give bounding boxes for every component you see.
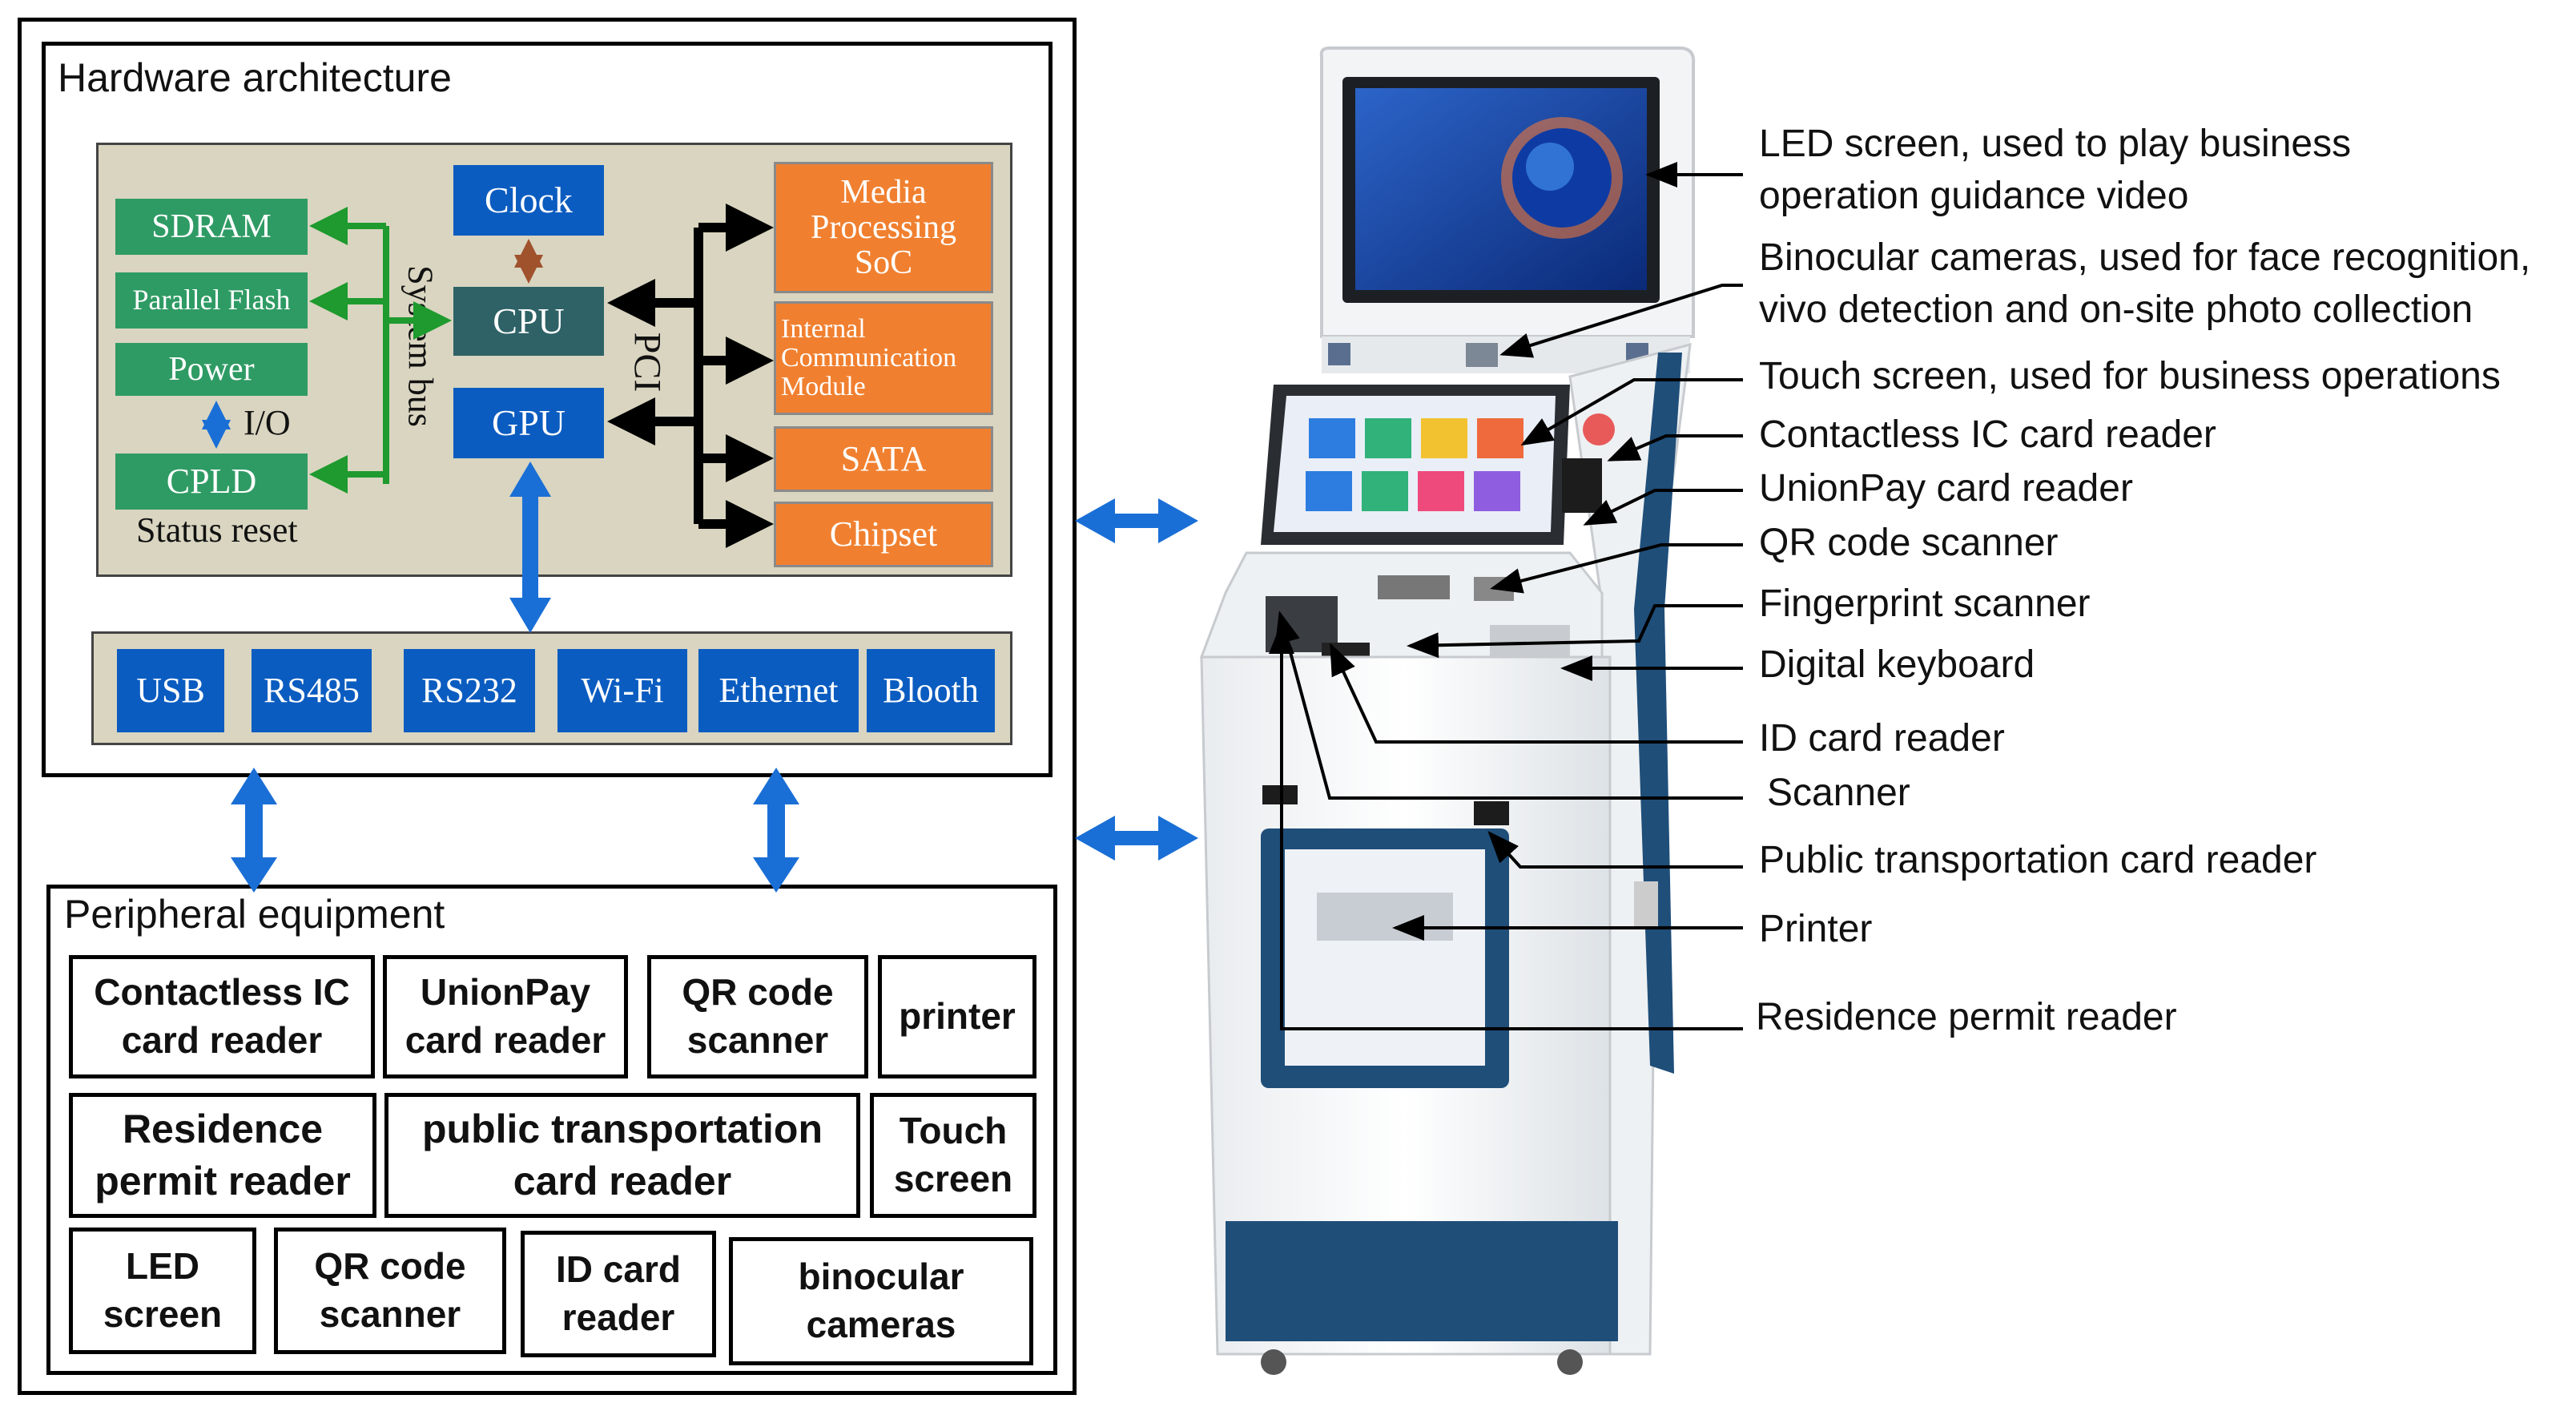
gpu-chip: GPU	[453, 388, 604, 458]
callout-residence-permit-reader: Residence permit reader	[1756, 996, 2177, 1038]
callout-contactless-ic-card-reader: Contactless IC card reader	[1759, 413, 2216, 456]
peripheral-id-card-reader: ID card reader	[521, 1231, 716, 1357]
sata-chip: SATA	[774, 426, 993, 492]
kiosk-illustration	[1199, 46, 1696, 1375]
peripheral-printer: printer	[878, 955, 1036, 1078]
interface-rs485: RS485	[252, 649, 372, 732]
peripheral-led-screen: LED screen	[69, 1228, 256, 1354]
parallel-flash-chip: Parallel Flash	[115, 272, 308, 329]
hardware-peripheral-connectors	[231, 768, 799, 893]
power-chip: Power	[115, 343, 308, 396]
gpu-interface-connector	[509, 462, 551, 633]
interface-usb: USB	[117, 649, 224, 732]
peripheral-qr-code-scanner: QR code scanner	[647, 955, 868, 1078]
interface-strip	[91, 631, 1012, 745]
cpu-chip: CPU	[453, 287, 604, 356]
callout-fingerprint-scanner: Fingerprint scanner	[1759, 583, 2091, 625]
chipset-chip: Chipset	[774, 502, 993, 567]
diagram-kiosk-connectors	[1075, 498, 1198, 861]
pci-bus-lines	[607, 204, 774, 548]
interface-rs232: RS232	[404, 649, 535, 732]
hardware-architecture-title: Hardware architecture	[58, 55, 452, 100]
callout-scanner: Scanner	[1767, 772, 1910, 814]
media-processing-soc-chip: Media Processing SoC	[774, 162, 993, 293]
interface-ethernet: Ethernet	[698, 649, 859, 732]
callout-printer: Printer	[1759, 908, 1873, 950]
peripheral-contactless-ic-card-reader: Contactless IC card reader	[69, 955, 375, 1078]
peripheral-equipment-title: Peripheral equipment	[64, 892, 445, 937]
callout-binocular-cameras: Binocular cameras, used for face recogni…	[1759, 236, 2531, 331]
callout-led-screen: LED screen, used to play business operat…	[1759, 123, 2352, 217]
peripheral-touch-screen: Touch screen	[870, 1093, 1036, 1218]
peripheral-residence-permit-reader: Residence permit reader	[69, 1093, 376, 1218]
interface-blooth: Blooth	[867, 649, 995, 732]
callout-public-transportation-card-reader: Public transportation card reader	[1759, 839, 2317, 881]
callout-id-card-reader: ID card reader	[1759, 717, 2005, 760]
interface-wifi: Wi-Fi	[557, 649, 687, 732]
status-reset-label: Status reset	[136, 510, 298, 550]
callout-qr-code-scanner: QR code scanner	[1759, 522, 2059, 564]
peripheral-qr-code-scanner-2: QR code scanner	[274, 1228, 506, 1354]
peripheral-public-transportation-card-reader: public transportation card reader	[384, 1093, 860, 1218]
peripheral-binocular-cameras: binocular cameras	[729, 1237, 1033, 1365]
internal-communication-module-chip: Internal Communication Module	[774, 301, 993, 415]
peripheral-unionpay-card-reader: UnionPay card reader	[383, 955, 628, 1078]
cpld-chip: CPLD	[115, 454, 308, 510]
clock-chip: Clock	[453, 165, 604, 236]
peripheral-equipment-box	[46, 885, 1057, 1375]
callout-touch-screen: Touch screen, used for business operatio…	[1759, 355, 2501, 397]
callout-unionpay-card-reader: UnionPay card reader	[1759, 467, 2133, 510]
kiosk-callout-leaders	[1269, 162, 1743, 1030]
callout-digital-keyboard: Digital keyboard	[1759, 643, 2035, 686]
io-label: I/O	[244, 403, 291, 442]
sdram-chip: SDRAM	[115, 199, 308, 255]
system-bus-lines	[309, 207, 452, 494]
